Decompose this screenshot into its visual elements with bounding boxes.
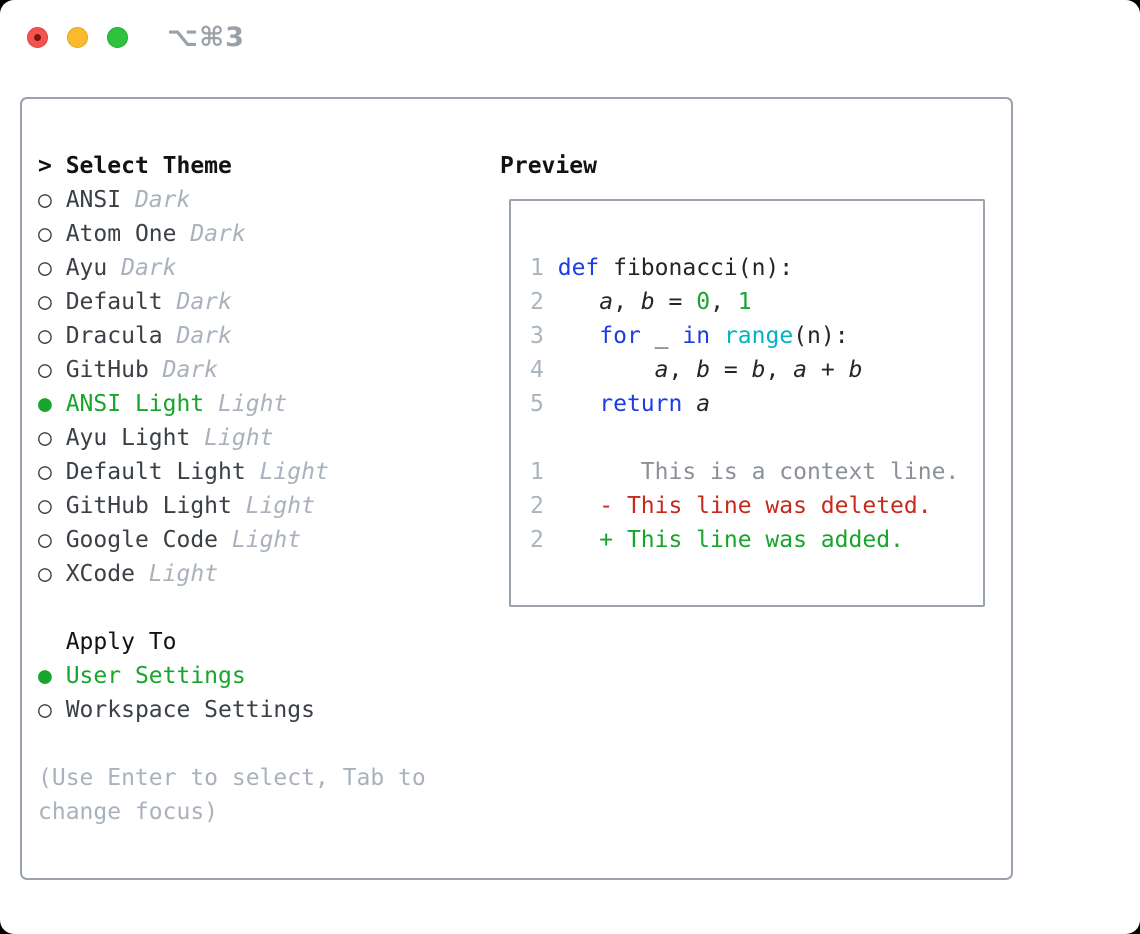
hint-text: (Use Enter to select, Tab to [38,765,426,791]
theme-option-label: Dracula [65,323,163,349]
radio-unselected-icon: ○ [38,697,66,723]
radio-unselected-icon: ○ [38,323,66,349]
theme-option[interactable]: ○ ANSI Dark [38,183,426,217]
radio-unselected-icon: ○ [38,289,66,315]
apply-to-option-label: User Settings [65,663,246,689]
theme-option-label: ANSI Light [65,391,205,417]
radio-selected-icon: ● [38,391,66,417]
theme-option-label: Default Light [65,459,246,485]
theme-option[interactable]: ○ XCode Light [38,557,426,591]
code-line: 2 - This line was deleted. [530,489,959,523]
radio-unselected-icon: ○ [38,425,66,451]
theme-option[interactable]: ○ GitHub Light Light [38,489,426,523]
radio-unselected-icon: ○ [38,493,66,519]
apply-to-option-label: Workspace Settings [65,697,315,723]
theme-variant-label: Light [245,459,329,485]
theme-variant-label: Dark [162,323,232,349]
theme-variant-label: Dark [121,187,191,213]
line-number: 3 [530,323,544,349]
code-line: 1 This is a context line. [530,455,959,489]
close-button-icon[interactable] [27,27,48,48]
code-line: 4 a, b = b, a + b [530,353,959,387]
theme-selector-panel: > Select Theme○ ANSI Dark○ Atom One Dark… [20,97,1013,880]
radio-selected-icon: ● [38,663,66,689]
apply-to-option[interactable]: ● User Settings [38,659,426,693]
line-number: 5 [530,391,544,417]
line-number: 1 [530,255,544,281]
theme-option[interactable]: ○ Google Code Light [38,523,426,557]
theme-option-label: Default [65,289,163,315]
theme-variant-label: Light [231,493,315,519]
minimize-button-icon[interactable] [67,27,88,48]
theme-option-label: ANSI [65,187,122,213]
code-line: 2 a, b = 0, 1 [530,285,959,319]
preview-heading: Preview [500,153,597,179]
code-line: 2 + This line was added. [530,523,959,557]
theme-variant-label: Dark [148,357,219,383]
spacer-row [38,591,426,625]
theme-option[interactable]: ○ Default Light Light [38,455,426,489]
line-number: 4 [530,357,544,383]
theme-option-label: Atom One [65,221,177,247]
radio-unselected-icon: ○ [38,561,66,587]
theme-option[interactable]: ● ANSI Light Light [38,387,426,421]
theme-option-label: GitHub [65,357,149,383]
radio-unselected-icon: ○ [38,221,66,247]
theme-option[interactable]: ○ Dracula Dark [38,319,426,353]
radio-unselected-icon: ○ [38,527,66,553]
apply-to-heading: Apply To [38,629,177,655]
theme-variant-label: Light [190,425,274,451]
theme-variant-label: Dark [176,221,246,247]
theme-variant-label: Light [204,391,288,417]
spacer-row [38,727,426,761]
code-line: 1 def fibonacci(n): [530,251,959,285]
line-number: 2 [530,493,544,519]
theme-option-label: XCode [65,561,135,587]
apply-to-option[interactable]: ○ Workspace Settings [38,693,426,727]
line-number: 2 [530,289,544,315]
traffic-lights [27,27,128,48]
radio-unselected-icon: ○ [38,357,66,383]
line-number: 1 [530,459,544,485]
code-line: 3 for _ in range(n): [530,319,959,353]
code-line: 5 return a [530,387,959,421]
modified-dot-icon [34,34,41,41]
theme-variant-label: Dark [107,255,177,281]
zoom-button-icon[interactable] [107,27,128,48]
theme-variant-label: Dark [162,289,232,315]
theme-option[interactable]: ○ Ayu Dark [38,251,426,285]
radio-unselected-icon: ○ [38,255,66,281]
theme-list: > Select Theme○ ANSI Dark○ Atom One Dark… [38,149,426,829]
theme-option[interactable]: ○ Atom One Dark [38,217,426,251]
theme-option[interactable]: ○ Ayu Light Light [38,421,426,455]
theme-option-label: Ayu Light [65,425,191,451]
radio-unselected-icon: ○ [38,459,66,485]
theme-variant-label: Light [218,527,302,553]
blank-line [530,421,959,455]
theme-option[interactable]: ○ Default Dark [38,285,426,319]
window-title: ⌥⌘3 [167,22,245,53]
theme-variant-label: Light [134,561,219,587]
radio-unselected-icon: ○ [38,187,66,213]
hint-text: change focus) [38,799,219,825]
theme-option-label: GitHub Light [65,493,232,519]
line-number: 2 [530,527,544,553]
theme-option-label: Google Code [65,527,219,553]
theme-list-header: > Select Theme [38,153,232,179]
theme-option-label: Ayu [65,255,108,281]
theme-option[interactable]: ○ GitHub Dark [38,353,426,387]
